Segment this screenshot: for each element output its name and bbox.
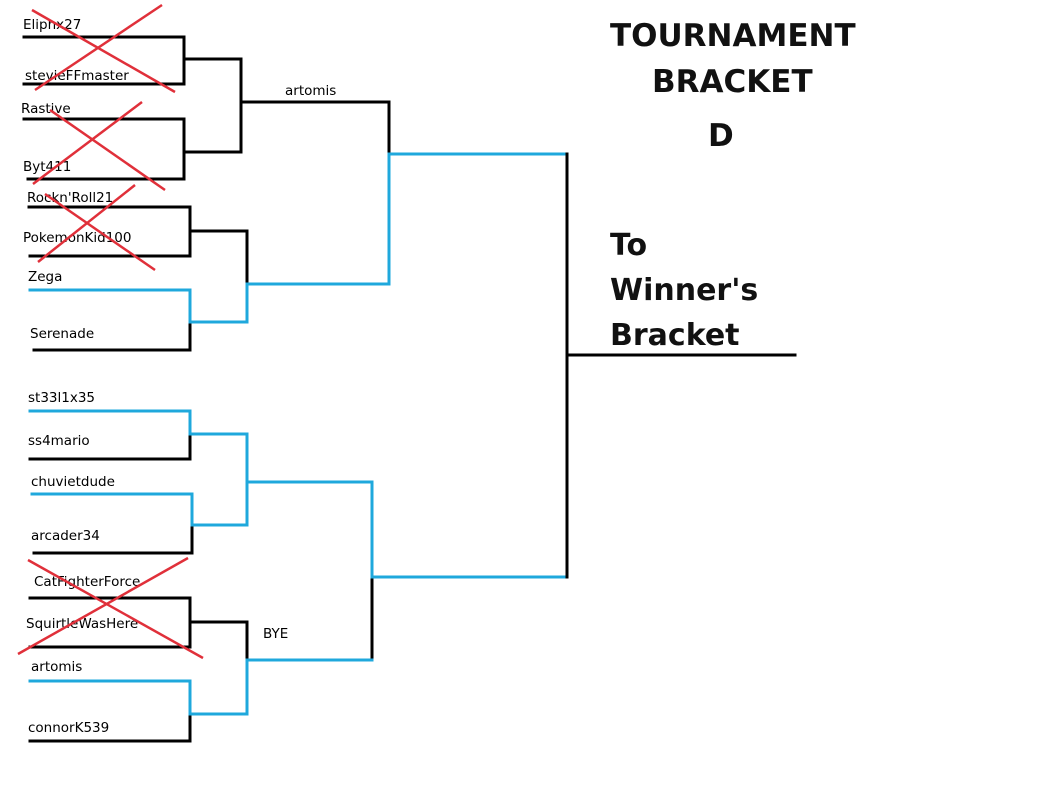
bye-label: BYE <box>263 626 288 642</box>
match-8-winner-line <box>28 679 192 716</box>
player-name: Zega <box>28 269 62 285</box>
player-name: chuvietdude <box>31 474 115 490</box>
match-6-winner-line <box>30 492 194 527</box>
player-name: arcader34 <box>31 528 100 544</box>
match-6: chuvietdude arcader34 <box>30 474 194 555</box>
eliminated-x-marks <box>17 3 204 660</box>
round2-lower-b <box>188 620 249 716</box>
round2-match-3-top-line <box>188 432 249 484</box>
match-2: Rastive Byt411 <box>21 101 186 181</box>
round2-upper-a <box>182 57 243 154</box>
match-6-loser-line <box>32 523 194 555</box>
round2-winner-label: artomis <box>285 83 336 99</box>
round3-upper-top-line <box>239 100 391 156</box>
match-5-loser-line <box>28 432 192 461</box>
player-name: ss4mario <box>28 433 90 449</box>
round2-match-2-winner-line <box>188 282 249 324</box>
player-name: artomis <box>31 659 82 675</box>
x-mark-icon <box>31 3 176 94</box>
x-mark-icon <box>32 101 166 192</box>
player-name: Rockn'Roll21 <box>27 190 113 206</box>
match-5: st33l1x35 ss4mario <box>28 390 192 461</box>
match-2-bracket-lines <box>22 117 186 181</box>
player-name: st33l1x35 <box>28 390 95 406</box>
match-5-winner-line <box>28 409 192 436</box>
round2-match-4-top-line <box>188 620 249 662</box>
round3-lower-top-line <box>245 480 374 579</box>
match-8: artomis connorK539 <box>28 659 192 743</box>
round3-lower-bottom-line <box>245 575 374 662</box>
match-4-winner-line <box>28 288 192 324</box>
round2-match-3-bottom-line <box>190 480 249 527</box>
title-line-1: TOURNAMENT <box>610 18 856 54</box>
advance-label-line-1: To <box>610 228 648 263</box>
round2-lower-a <box>188 432 249 527</box>
title-line-2: BRACKET <box>652 64 813 100</box>
player-name: SquirtleWasHere <box>26 616 138 632</box>
player-name: CatFighterForce <box>34 574 140 590</box>
player-name: Serenade <box>30 326 94 342</box>
match-3: Rockn'Roll21 PokemonKid100 <box>23 190 192 258</box>
player-name: Rastive <box>21 101 71 117</box>
match-8-loser-line <box>28 712 192 743</box>
round2-upper-b <box>188 229 249 324</box>
x-mark-icon <box>17 556 204 660</box>
round3-upper-winner-line <box>245 152 391 286</box>
match-4: Zega Serenade <box>28 269 192 352</box>
round2-match-1-lines <box>182 57 243 154</box>
bracket-group-letter: D <box>708 118 734 154</box>
advance-label-line-3: Bracket <box>610 318 740 353</box>
match-4-loser-line <box>32 320 192 352</box>
x-mark-icon <box>37 184 156 272</box>
player-name: Eliphx27 <box>23 17 81 33</box>
round2-match-4-winner-line <box>188 658 249 716</box>
player-name: connorK539 <box>28 720 109 736</box>
advance-label-line-2: Winner's <box>610 273 759 308</box>
player-name: stevieFFmaster <box>25 68 129 84</box>
round2-match-2-top-line <box>188 229 249 286</box>
